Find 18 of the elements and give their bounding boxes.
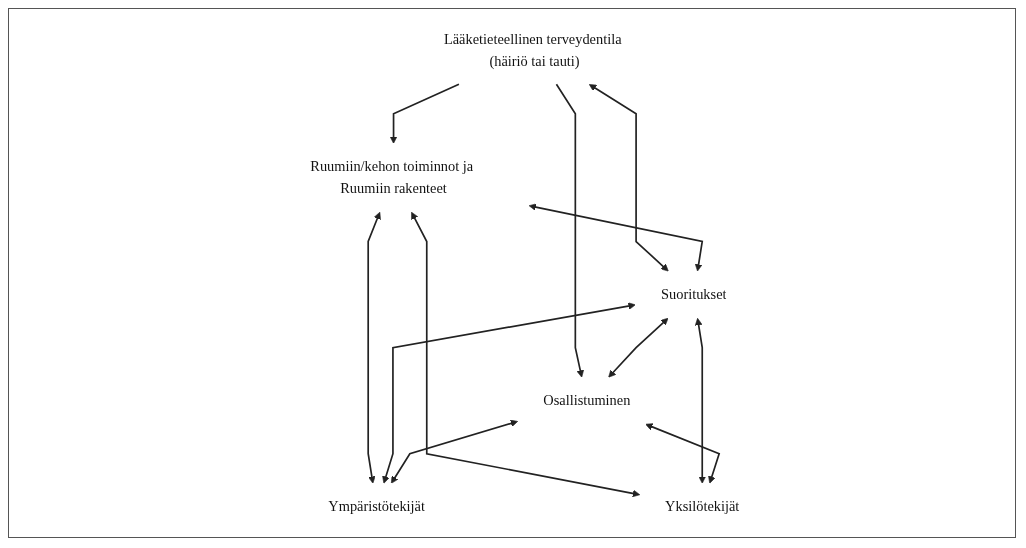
arrow <box>608 317 669 378</box>
node-text: Ruumiin/kehon toiminnot ja Ruumiin rakenteet <box>310 158 474 197</box>
arrow <box>695 318 707 484</box>
arrow <box>382 302 637 484</box>
node-text: Lääketieteellinen terveydentila (häiriö tai tauti) <box>444 30 623 69</box>
arrow <box>529 203 704 272</box>
arrow <box>390 83 461 144</box>
arrow <box>645 423 721 484</box>
arrow <box>411 211 641 498</box>
arrow <box>367 211 382 484</box>
arrow <box>556 83 585 378</box>
node-text: Yksilötekijät <box>665 498 740 515</box>
arrow <box>391 419 519 484</box>
node-text: Suoritukset <box>661 286 728 303</box>
arrow <box>589 84 670 272</box>
node-text: Osallistuminen <box>543 392 631 409</box>
node-text: Ympäristötekijät <box>328 498 426 515</box>
diagram-frame: Lääketieteellinen terveydentila (häiriö tai tauti) Ruumiin/kehon toiminnot ja Ruumiin rakenteet Suoritukset Osallistuminen Ympäristötekijät Yksilötekijät <box>8 8 1016 538</box>
